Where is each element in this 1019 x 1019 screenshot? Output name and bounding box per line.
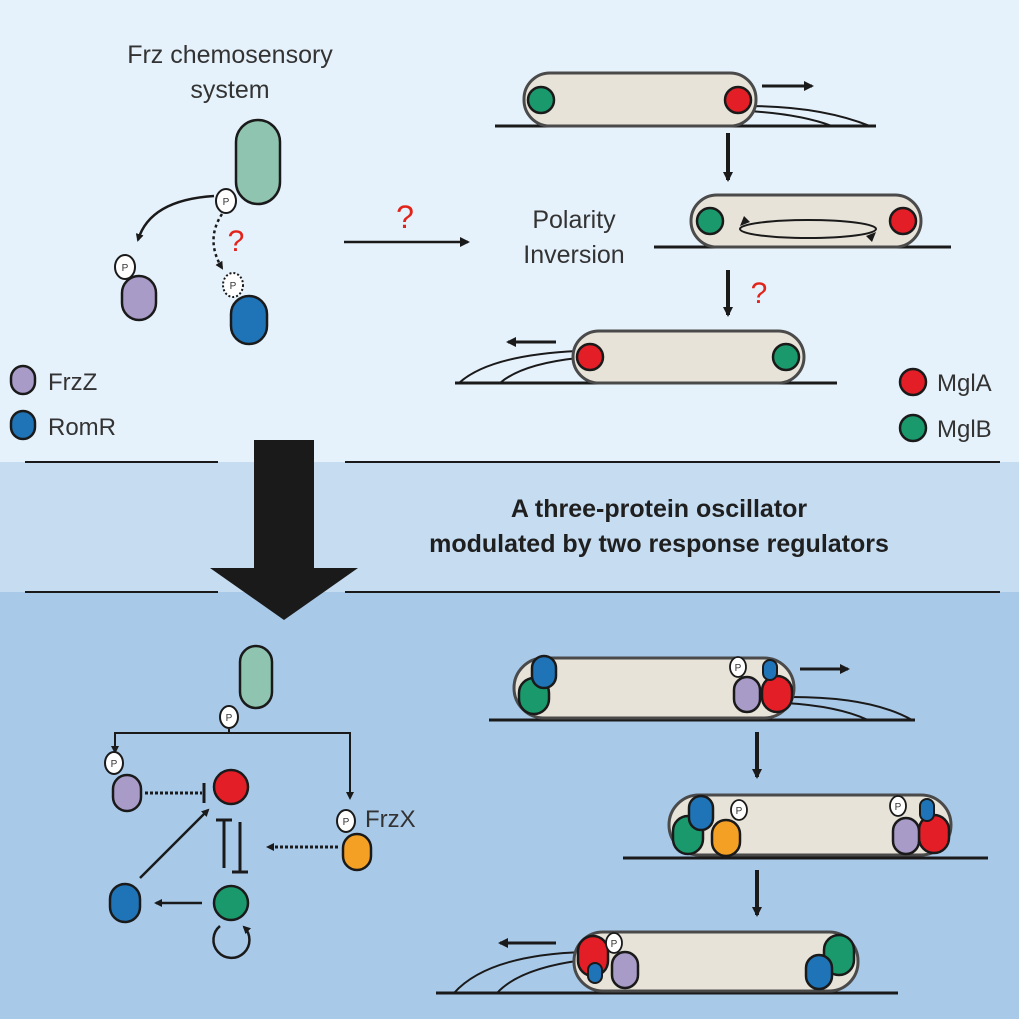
phospho-receptor-bottom: P [219, 705, 239, 729]
frz-title-line1: Frz chemosensory [127, 41, 333, 69]
legend-frzz: FrzZ [9, 364, 97, 396]
arrow-to-frzx-bottom [229, 732, 354, 800]
frzz-protein [120, 274, 158, 322]
bottom-cell-1: P [489, 654, 915, 722]
arrow-to-frzz [135, 194, 215, 242]
mglb-self-loop [212, 925, 252, 960]
mgla-bottom [212, 768, 250, 806]
phospho-frzz: P [114, 254, 136, 280]
legend-mgla: MglA [898, 367, 992, 397]
phospho-frzz-bottom: P [104, 751, 124, 775]
mutual-inhibition [216, 818, 248, 874]
svg-text:P: P [895, 802, 902, 813]
frzz-bottom [111, 773, 143, 813]
top-cell-1 [495, 71, 876, 128]
phospho-frzx: P [336, 809, 356, 833]
mglb-bottom [212, 884, 250, 922]
frz-receptor [234, 118, 282, 206]
frzx-label: FrzX [365, 806, 416, 833]
frz-title-line2: system [190, 76, 269, 104]
legend-romr: RomR [9, 409, 116, 441]
svg-text:MglA: MglA [937, 370, 992, 397]
divider-lines [25, 461, 1000, 593]
top-cell-3 [455, 329, 837, 385]
question-step-2: ? [751, 277, 768, 310]
big-down-arrow [210, 440, 358, 620]
question-polarity: ? [396, 199, 414, 235]
svg-text:P: P [122, 263, 129, 274]
polarity-line2: Inversion [523, 241, 624, 269]
frz-receptor-bottom [238, 644, 274, 710]
banner-line2: modulated by two response regulators [429, 530, 889, 558]
svg-text:P: P [735, 663, 742, 674]
phospho-receptor: P [215, 188, 237, 214]
svg-text:MglB: MglB [937, 416, 992, 443]
frzx-protein [341, 832, 373, 872]
bottom-cell-3: P [436, 930, 898, 995]
polarity-line1: Polarity [532, 206, 616, 234]
svg-text:P: P [223, 197, 230, 208]
question-frz-romr: ? [228, 225, 245, 258]
svg-text:P: P [343, 817, 350, 828]
svg-text:P: P [226, 713, 233, 724]
svg-text:P: P [611, 939, 618, 950]
phospho-romr-dashed: P [222, 272, 244, 298]
svg-text:P: P [230, 281, 237, 292]
legend-mglb: MglB [898, 413, 992, 443]
top-cell-2 [654, 193, 951, 249]
svg-text:P: P [111, 759, 118, 770]
svg-text:P: P [736, 806, 743, 817]
romr-bottom [108, 882, 142, 924]
bottom-cell-2: P P [623, 793, 988, 860]
svg-text:FrzZ: FrzZ [48, 369, 97, 396]
romr-protein [229, 294, 269, 346]
banner-line1: A three-protein oscillator [511, 495, 808, 523]
banner-bg [0, 462, 1019, 592]
arrow-to-frzz-bottom [111, 729, 230, 754]
svg-text:RomR: RomR [48, 414, 116, 441]
romr-to-mgla-arrow [139, 808, 210, 879]
